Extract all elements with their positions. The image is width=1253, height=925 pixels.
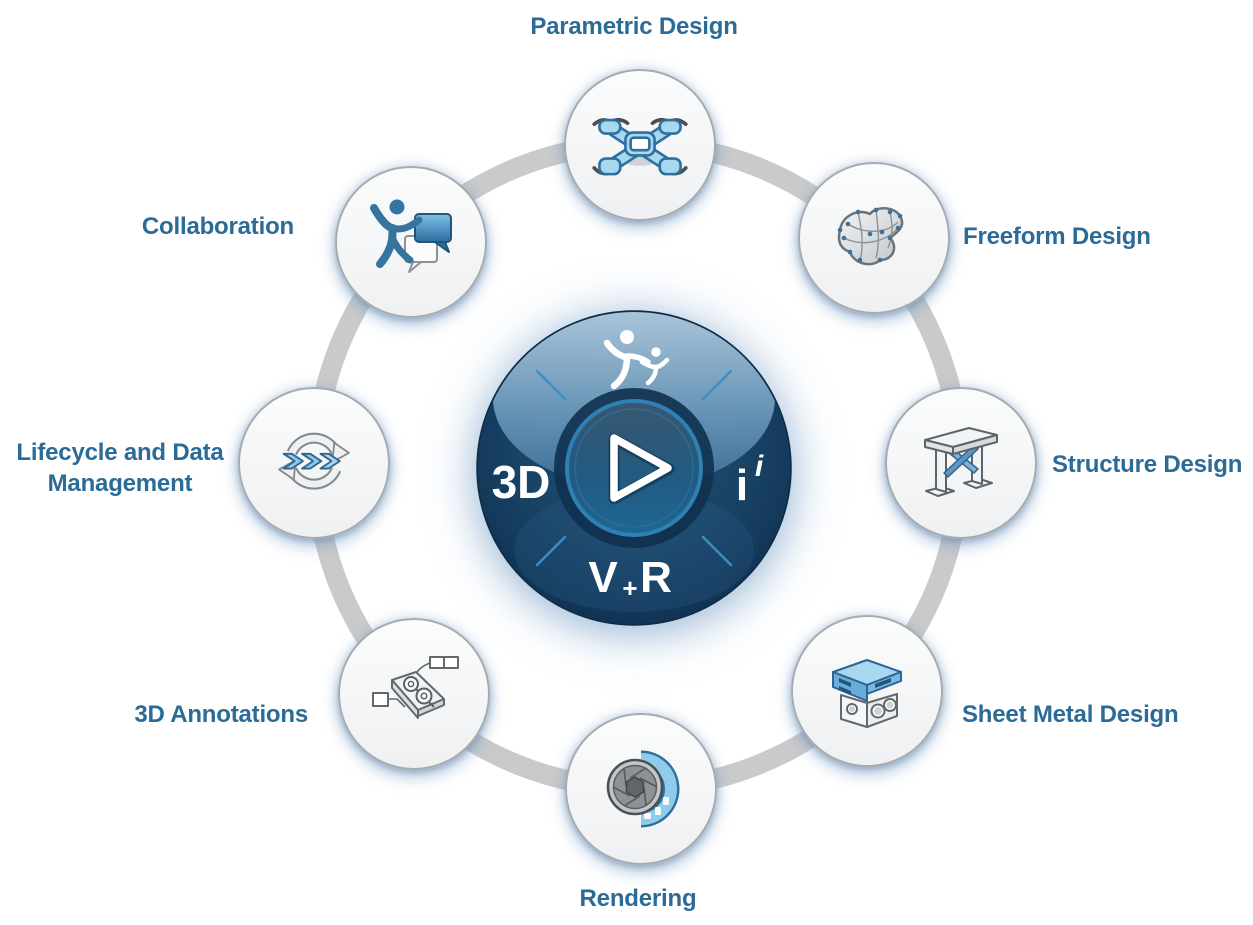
label-sheet-metal-design: Sheet Metal Design — [962, 701, 1179, 728]
hub-inner-ring — [574, 408, 694, 528]
label-collaboration: Collaboration — [141, 213, 294, 240]
node-sheet-metal-design — [791, 615, 943, 767]
3dexperience-compass-logo: 3D i i V + R — [476, 310, 792, 626]
node-structure-design — [885, 387, 1037, 539]
sync-arrows-icon — [278, 432, 350, 490]
chat-bubble-blue — [414, 213, 452, 253]
label-parametric-design: Parametric Design — [530, 13, 738, 40]
compass-west-label: 3D — [492, 456, 551, 508]
node-parametric-design — [564, 69, 716, 221]
compass-east-label-sup: i — [755, 450, 764, 483]
person-figure — [370, 199, 423, 268]
node-lifecycle-and-data-management — [238, 387, 390, 539]
compass-south-label-r: R — [640, 553, 672, 602]
node-collaboration — [335, 166, 487, 318]
freeform-surface-icon — [837, 207, 904, 266]
label-rendering: Rendering — [579, 885, 697, 912]
compass-south-label-plus: + — [622, 573, 637, 603]
label-lifecycle-line-1: Lifecycle and Data — [16, 439, 224, 466]
compass-east-label-base: i — [736, 461, 748, 510]
node-rendering — [565, 713, 717, 865]
camera-aperture-icon — [606, 750, 680, 828]
label-3d-annotations: 3D Annotations — [134, 701, 308, 728]
label-lifecycle-and-data-management: Lifecycle and Data Management — [12, 437, 228, 499]
people-figures-icon — [603, 330, 670, 390]
annotated-part-icon — [372, 656, 459, 719]
hub-disc — [565, 399, 703, 537]
sheet-metal-icon — [832, 659, 902, 728]
quadrant-divider-lines — [535, 369, 733, 567]
node-freeform-design — [798, 162, 950, 314]
label-lifecycle-line-2: Management — [47, 470, 193, 497]
drone-icon — [592, 117, 688, 176]
structure-frame-icon — [924, 427, 998, 497]
compass-south-label-v: V — [588, 553, 618, 602]
label-freeform-design: Freeform Design — [963, 223, 1151, 250]
label-structure-design: Structure Design — [1052, 451, 1243, 478]
play-icon — [608, 433, 675, 505]
node-3d-annotations — [338, 618, 490, 770]
person-chat-icon — [370, 199, 452, 273]
